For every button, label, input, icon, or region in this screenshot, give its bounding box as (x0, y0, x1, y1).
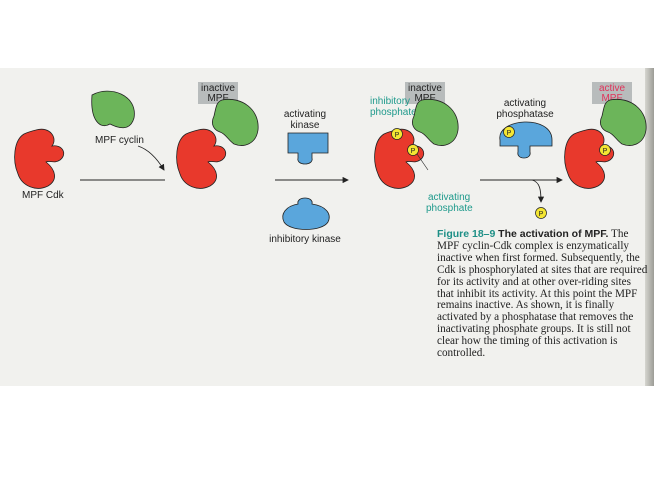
figure-number: Figure 18–9 (437, 228, 496, 240)
page-edge-shadow (645, 68, 660, 386)
phosphate-release-arrow (531, 179, 545, 203)
inhibitory-kinase-label: inhibitory kinase (269, 234, 341, 245)
mpf-cyclin-shape (91, 90, 135, 129)
inactive-mpf-label-line2: MPF (207, 93, 228, 104)
cyclin-in-complex-2 (411, 98, 459, 146)
svg-text:P: P (603, 148, 608, 155)
active-cyclin (599, 98, 647, 146)
active-mpf-label-line1: active (599, 83, 626, 94)
inhibitory-kinase-shape (282, 197, 330, 230)
figure-title: The activation of MPF. (498, 228, 609, 240)
activating-phosphatase-label-line1: activating (504, 98, 546, 109)
active-mpf-label-line2: MPF (601, 93, 622, 104)
activating-kinase-label-line2: kinase (291, 120, 320, 131)
activating-phosphate-label-line2: phosphate (426, 203, 473, 214)
active-mpf-label-box (592, 82, 632, 104)
activating-kinase-shape (287, 132, 329, 165)
svg-text:P: P (507, 130, 512, 137)
svg-text:P: P (539, 211, 544, 218)
inactive-mpf-label-box-2 (405, 82, 445, 104)
inactive-mpf-2-line2: MPF (414, 93, 435, 104)
mpf-cdk-shape (14, 128, 65, 189)
active-cdk (564, 128, 615, 189)
phosphatase-bound-phosphate: P (503, 126, 515, 138)
activating-kinase-label-line1: activating (284, 109, 326, 120)
activating-phosphate-label-line1: activating (428, 192, 470, 203)
released-phosphate: P (535, 207, 547, 219)
caption-body: The MPF cyclin-Cdk complex is enzymatica… (437, 228, 648, 360)
svg-text:P: P (395, 132, 400, 139)
cyclin-in-complex (211, 98, 259, 146)
activating-phosphate: P (407, 144, 419, 156)
svg-text:P: P (411, 148, 416, 155)
figure-caption: Figure 18–9 The activation of MPF. The M… (437, 228, 649, 360)
cyclin-binding-arrow (137, 145, 165, 171)
mpf-cyclin-label: MPF cyclin (95, 135, 144, 146)
inhibitory-phosphate-label-line2: phosphate (370, 107, 417, 118)
active-mpf-phosphate: P (599, 144, 611, 156)
inactive-mpf-label-box (198, 82, 238, 104)
cdk-in-complex (176, 128, 227, 189)
inactive-mpf-label-line1: inactive (201, 83, 235, 94)
mpf-cdk-label: MPF Cdk (22, 190, 65, 201)
inhibitory-phosphate-label-line1: inhibitory (370, 96, 410, 107)
inactive-mpf-2-line1: inactive (408, 83, 442, 94)
inhibitory-phosphate: P (391, 128, 403, 140)
activating-phosphatase-label-line2: phosphatase (496, 109, 554, 120)
